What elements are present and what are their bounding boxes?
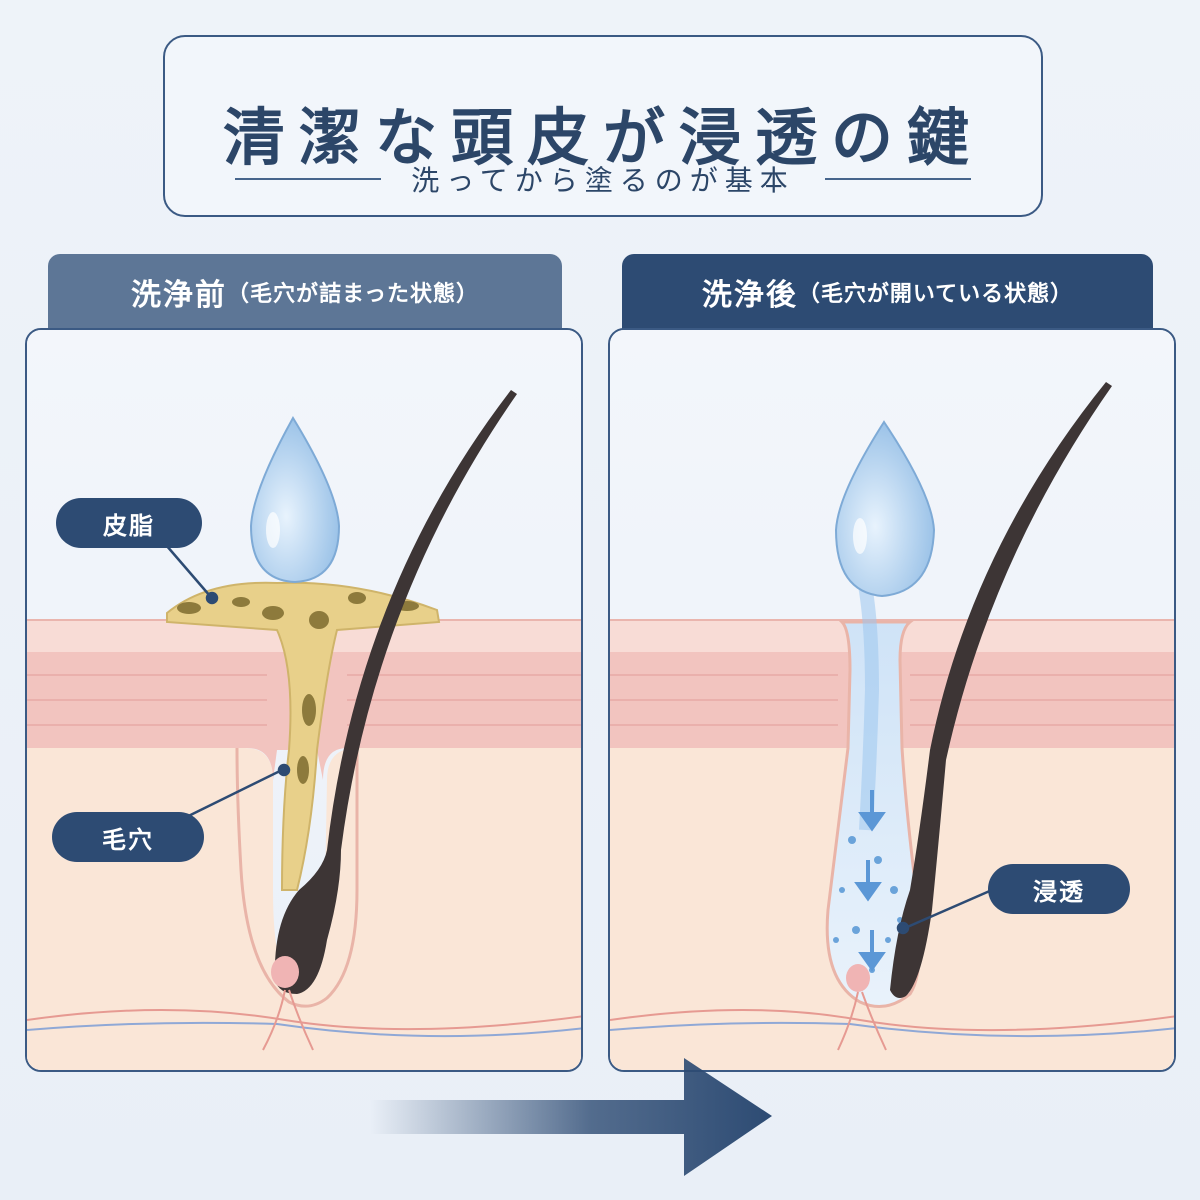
subtitle-row: 洗ってから塗るのが基本 (205, 159, 1001, 199)
subtitle-divider-left (235, 178, 382, 180)
page-title: 清潔な頭皮が浸透の鍵 (222, 101, 983, 174)
panel-after (608, 328, 1176, 1072)
hair-bulb-after (846, 964, 870, 992)
title-box: 清潔な頭皮が浸透の鍵 洗ってから塗るのが基本 (163, 35, 1043, 217)
tab-before-note: （毛穴が詰まった状態） (226, 282, 480, 307)
scalp-after-illustration (610, 330, 1174, 1070)
blood-vessels (27, 989, 581, 1051)
callout-penetration: 浸透 (988, 864, 1130, 914)
panel-tab-before: 洗浄前 （毛穴が詰まった状態） (48, 254, 562, 330)
skin-cell-lines (27, 674, 581, 726)
callout-sebum: 皮脂 (56, 498, 202, 548)
blood-vessels-after (610, 991, 1174, 1051)
hair-strand-after (890, 382, 1112, 998)
tab-after-note: （毛穴が開いている状態） (797, 282, 1074, 307)
page-subtitle: 洗ってから塗るのが基本 (411, 164, 795, 197)
panel-tab-after: 洗浄後 （毛穴が開いている状態） (622, 254, 1153, 330)
penetration-arrows (854, 790, 886, 972)
hair-bulb (271, 956, 299, 988)
tab-before-main: 洗浄前 (130, 278, 227, 313)
subtitle-divider-right (824, 178, 972, 180)
hair-strand (274, 390, 517, 994)
callout-pore: 毛穴 (52, 812, 204, 862)
sebum-blob (166, 581, 441, 891)
tab-after-main: 洗浄後 (701, 278, 798, 313)
